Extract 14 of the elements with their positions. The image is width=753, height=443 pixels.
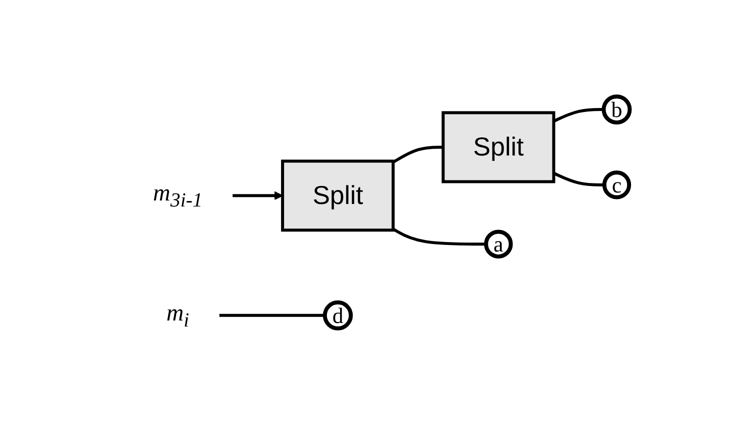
connector (392, 228, 486, 246)
node-text: m$_{i}$ (166, 300, 190, 332)
node-box: Split (281, 159, 395, 232)
connector (392, 146, 444, 164)
node-box: Split (442, 111, 556, 184)
node-circle: c (602, 170, 632, 200)
connector (553, 108, 604, 122)
node-circle: a (484, 230, 513, 258)
connector (553, 172, 604, 186)
connector (219, 314, 325, 317)
node-text: m$_{3i-1}$ (153, 180, 203, 212)
arrow (232, 191, 284, 200)
node-circle: d (323, 300, 353, 330)
node-circle: b (602, 94, 632, 124)
